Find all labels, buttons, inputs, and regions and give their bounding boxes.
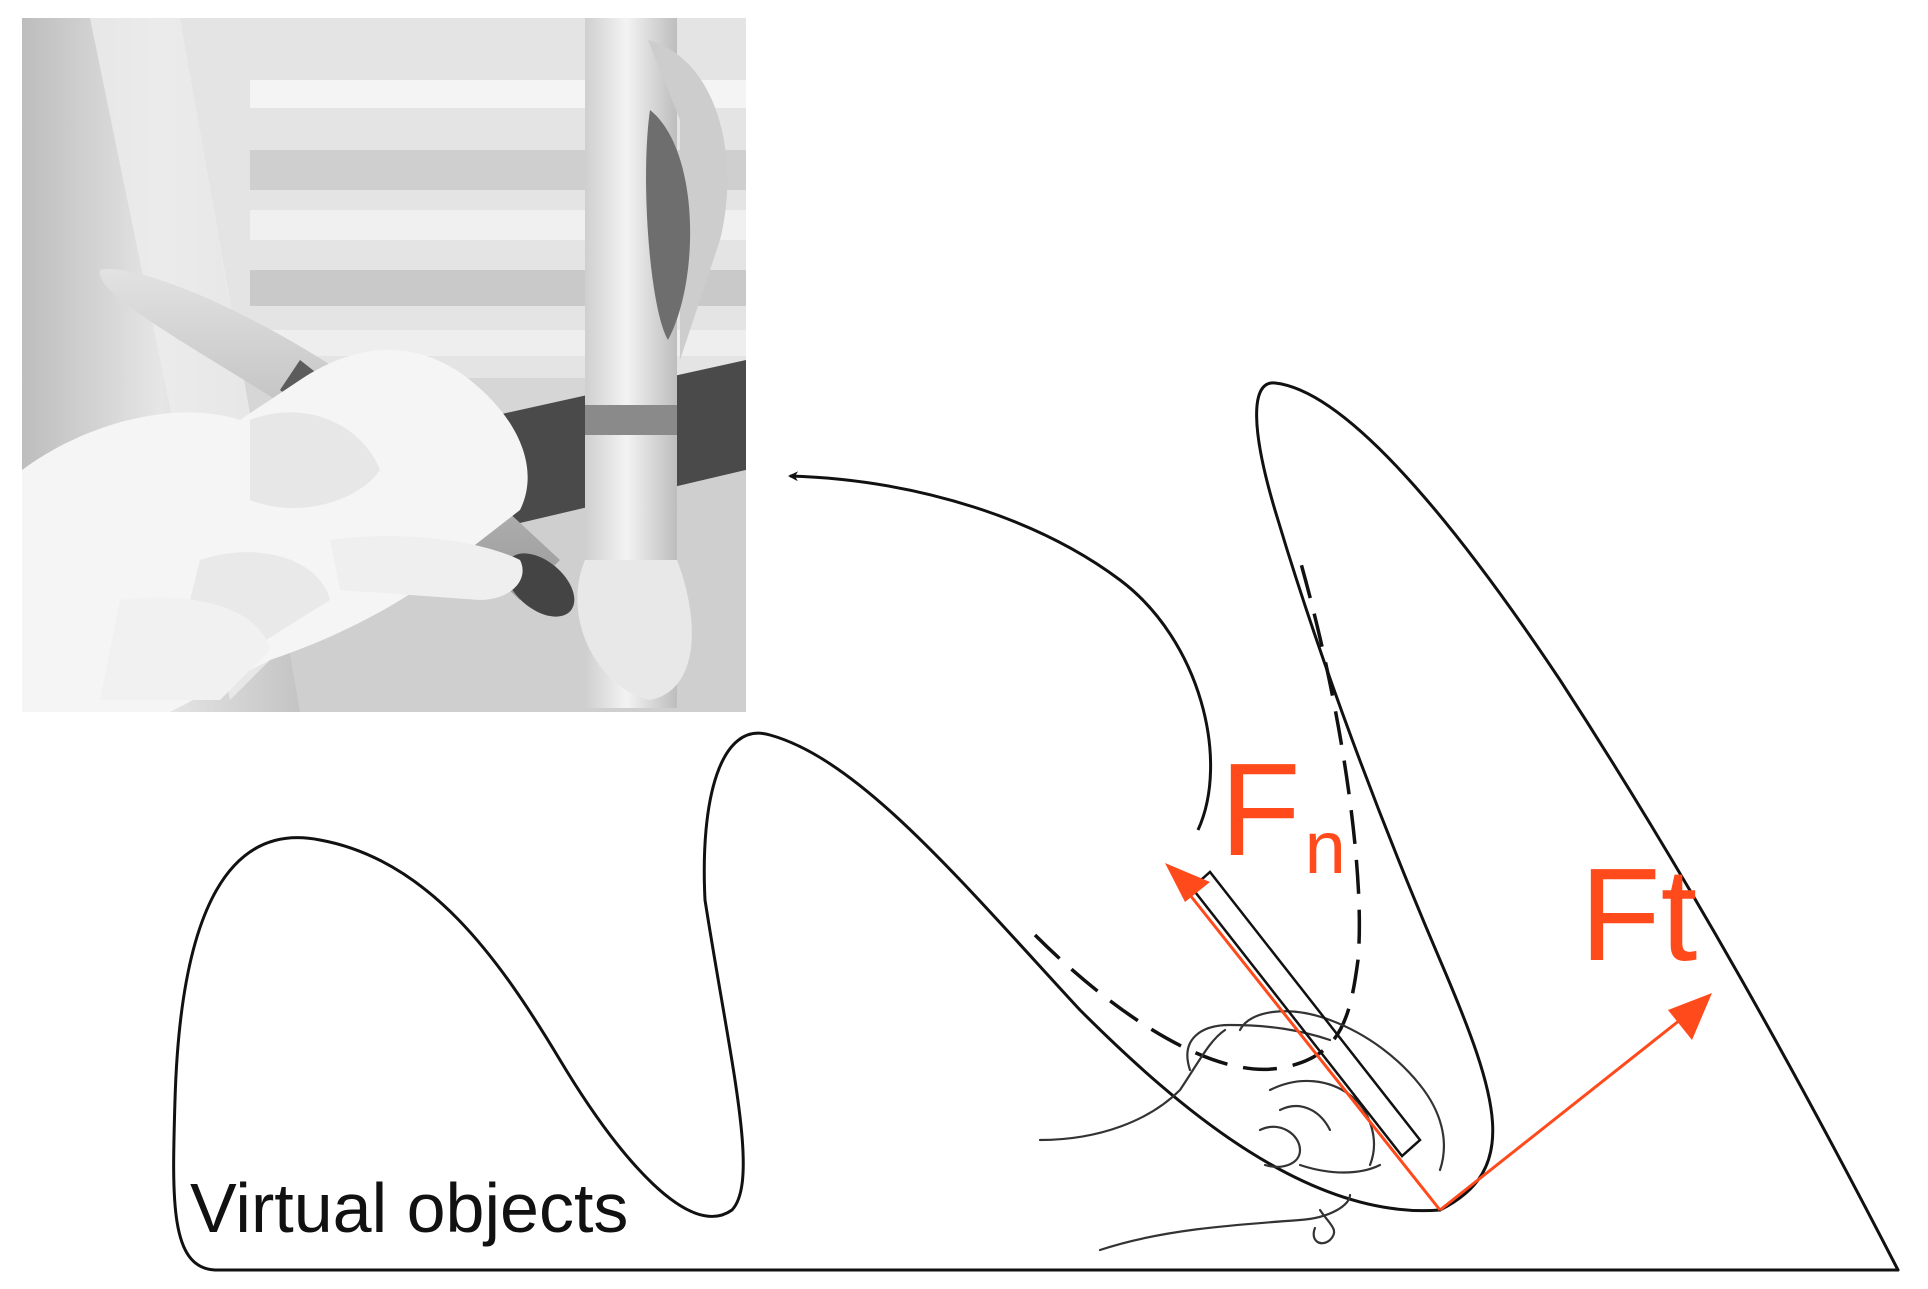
tangential-force-vector (1439, 993, 1712, 1212)
virtual-object-outline (172, 381, 1900, 1272)
motion-arrow (788, 471, 1213, 831)
dashed-trajectory (1033, 559, 1362, 1072)
tangential-force-label: Ft (1580, 841, 1697, 988)
stylus-pen (1183, 870, 1422, 1158)
normal-force-subscript: n (1305, 806, 1346, 889)
haptic-stylus-photo (22, 18, 746, 712)
normal-force-vector (1165, 863, 1442, 1211)
normal-force-label: Fn (1220, 736, 1346, 889)
virtual-objects-label: Virtual objects (190, 1169, 628, 1247)
normal-force-main: F (1220, 736, 1301, 883)
